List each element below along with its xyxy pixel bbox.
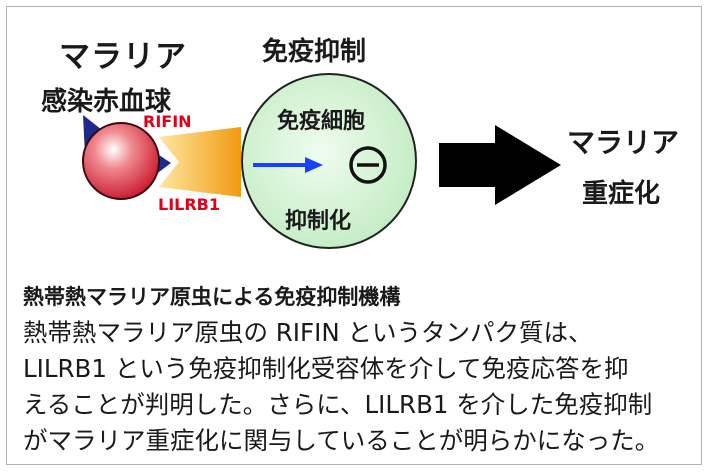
outcome-malaria-label: マラリア (567, 126, 680, 159)
infected-rbc-label: 感染赤血球 (41, 87, 172, 117)
rifin-lilrb1-band (159, 127, 241, 197)
caption-title: 熱帯熱マラリア原虫による免疫抑制機構 (23, 285, 401, 309)
outcome-severe-label: 重症化 (582, 179, 661, 209)
immune-suppression-label: 免疫抑制 (262, 37, 367, 67)
minus-circle-icon (349, 146, 387, 184)
rifin-label: RIFIN (143, 112, 192, 131)
caption-body: 熱帯熱マラリア原虫の RIFIN というタンパク質は、 LILRB1 という免疫… (23, 315, 695, 459)
immune-cell-label: 免疫細胞 (277, 109, 366, 134)
caption-line: えることが判明した。さらに、LILRB1 を介した免疫抑制 (23, 390, 653, 419)
inhibition-label: 抑制化 (285, 209, 352, 234)
figure-caption: 熱帯熱マラリア原虫による免疫抑制機構 熱帯熱マラリア原虫の RIFIN というタ… (23, 279, 695, 459)
figure-frame: マラリア 感染赤血球 免疫抑制 免疫細胞 抑制化 RIFIN LILRB1 マラ… (6, 6, 702, 465)
right-arrow-icon (253, 157, 323, 173)
lilrb1-label: LILRB1 (158, 195, 220, 214)
caption-line: がマラリア重症化に関与していることが明らかになった。 (23, 426, 660, 455)
malaria-label: マラリア (59, 39, 187, 75)
big-right-arrow-icon (439, 125, 561, 205)
caption-line: 熱帯熱マラリア原虫の RIFIN というタンパク質は、 (23, 318, 593, 347)
infected-rbc-icon (82, 122, 160, 200)
diagram-graphic (82, 73, 561, 249)
caption-line: LILRB1 という免疫抑制化受容体を介して免疫応答を抑 (23, 354, 629, 383)
mechanism-diagram: マラリア 感染赤血球 免疫抑制 免疫細胞 抑制化 RIFIN LILRB1 マラ… (7, 7, 703, 275)
immune-cell-icon (241, 73, 417, 249)
